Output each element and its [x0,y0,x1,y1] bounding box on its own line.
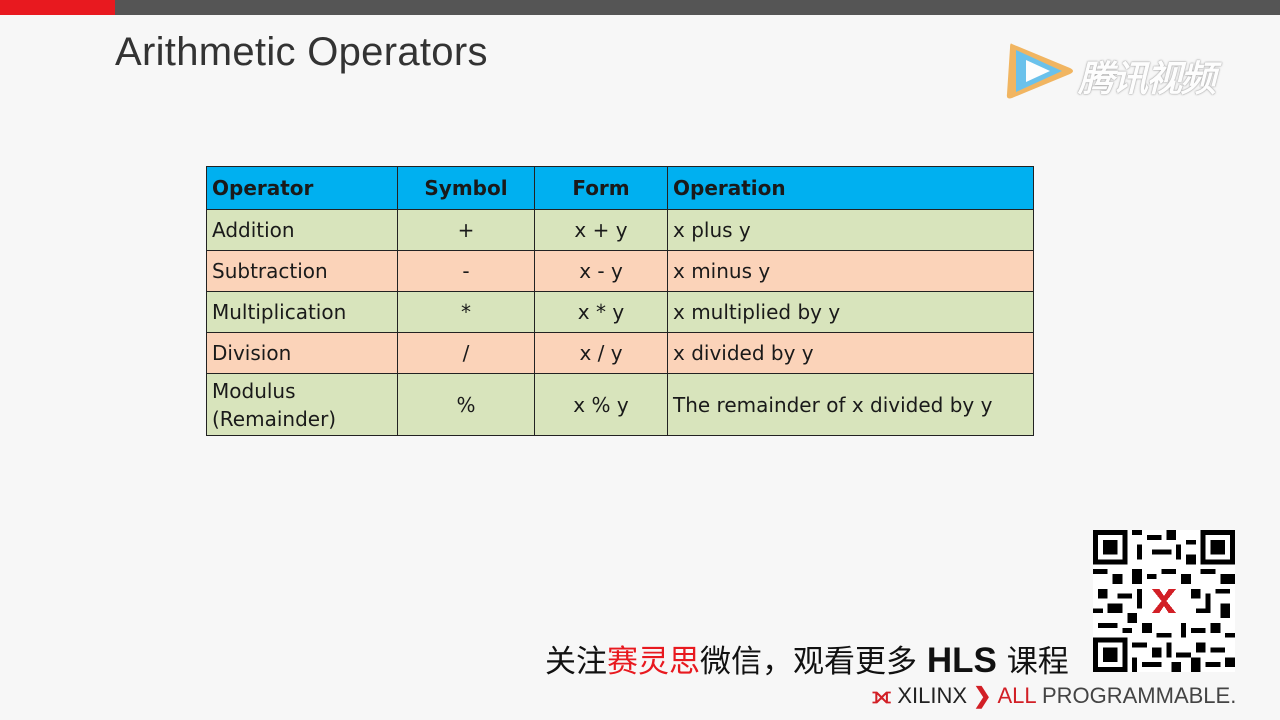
operation-cell: x divided by y [667,332,1034,374]
tencent-video-watermark: 腾讯视频 [1004,38,1254,104]
table-row: Addition + x + y x plus y [206,209,1034,251]
table-row: Division / x / y x divided by y [206,332,1034,374]
header-operator: Operator [206,166,398,210]
symbol-cell: / [397,332,535,374]
form-cell: x - y [534,250,668,292]
watermark-text: 腾讯视频 [1078,59,1216,100]
symbol-cell: - [397,250,535,292]
form-cell: x + y [534,209,668,251]
promo-part-3: 微信，观看更多 [700,644,927,680]
operation-cell: The remainder of x divided by y [667,373,1034,436]
xilinx-footer: ⟗ XILINX❯ALL PROGRAMMABLE. [872,683,1236,709]
promo-part-5: 课程 [996,644,1069,680]
operation-cell: x multiplied by y [667,291,1034,333]
header-operation: Operation [667,166,1034,210]
top-bar [0,0,1280,15]
table-header-row: Operator Symbol Form Operation [206,166,1034,210]
header-form: Form [534,166,668,210]
xilinx-logo-icon: ⟗ [872,683,892,708]
header-symbol: Symbol [397,166,535,210]
operation-cell: x plus y [667,209,1034,251]
xilinx-brand: XILINX [897,683,968,708]
form-cell: x / y [534,332,668,374]
promo-part-1: 关注 [545,644,607,680]
operation-cell: x minus y [667,250,1034,292]
tencent-video-play-icon [1006,43,1073,99]
table-row: Modulus (Remainder) % x % y The remainde… [206,373,1034,436]
form-cell: x * y [534,291,668,333]
symbol-cell: + [397,209,535,251]
table-row: Multiplication * x * y x multiplied by y [206,291,1034,333]
tagline-trademark: . [1230,683,1237,708]
tagline-all: ALL [997,683,1036,708]
symbol-cell: % [397,373,535,436]
operator-cell: Division [206,332,398,374]
slide-title: Arithmetic Operators [115,30,488,74]
operator-cell: Modulus (Remainder) [206,373,398,436]
operator-cell: Multiplication [206,291,398,333]
operators-table: Operator Symbol Form Operation Addition … [206,166,1034,436]
tagline-programmable: PROGRAMMABLE [1035,683,1231,708]
operator-cell: Subtraction [206,250,398,292]
operator-cell: Addition [206,209,398,251]
wechat-promo-text: 关注赛灵思微信，观看更多 HLS 课程 [545,636,1069,681]
promo-hls: HLS [926,641,997,680]
qr-code-icon [1093,530,1235,672]
operator-line-1: Modulus [212,378,296,403]
form-cell: x % y [534,373,668,436]
chevron-right-icon: ❯ [973,683,992,708]
top-bar-accent [0,0,115,15]
promo-brand: 赛灵思 [607,644,700,680]
operator-line-2: (Remainder) [212,406,337,431]
symbol-cell: * [397,291,535,333]
table-row: Subtraction - x - y x minus y [206,250,1034,292]
